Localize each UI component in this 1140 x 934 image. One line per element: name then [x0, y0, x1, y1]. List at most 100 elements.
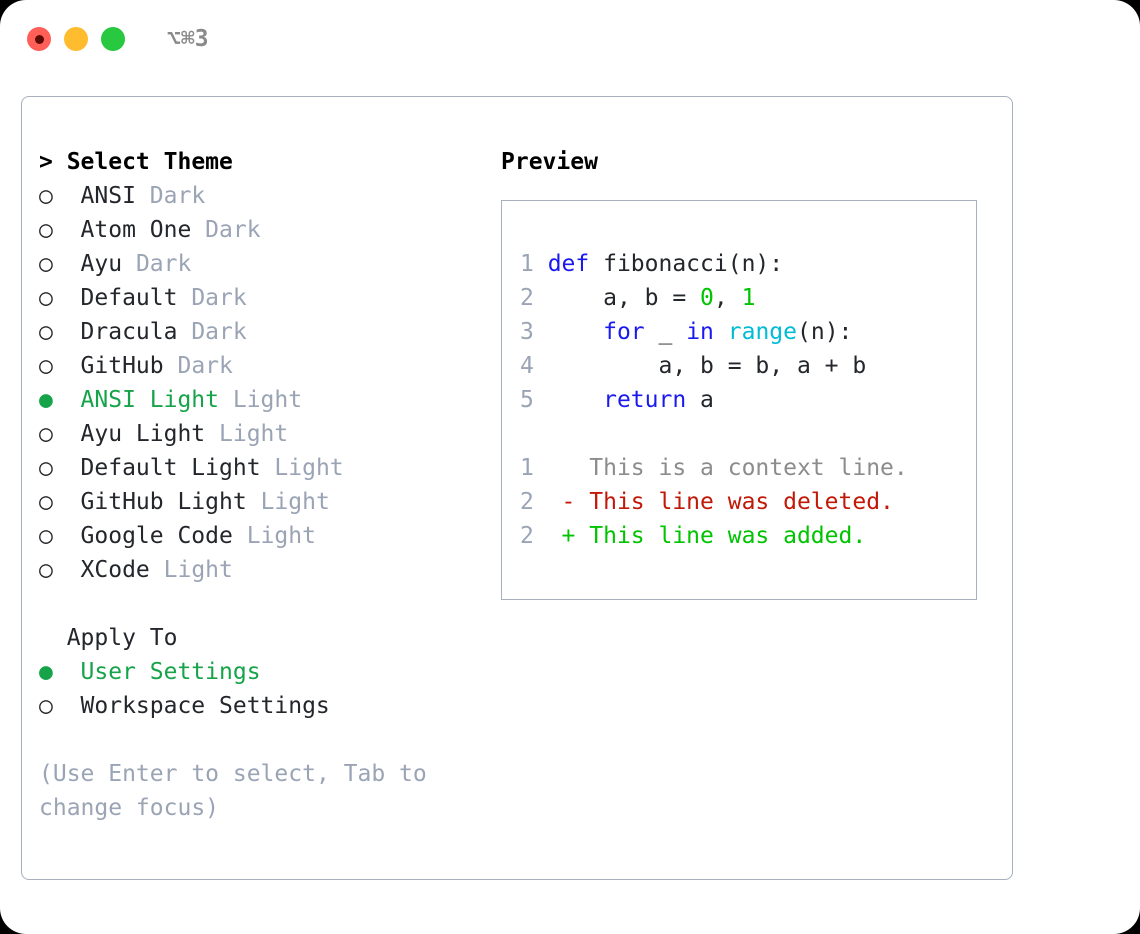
radio-empty-icon: ○	[39, 693, 53, 719]
code-token: 1	[741, 285, 756, 311]
apply-to-option-label: User Settings	[66, 659, 261, 685]
code-token: a, b = b, a + b	[547, 353, 867, 379]
code-token: for	[603, 319, 645, 345]
line-number: 4	[520, 353, 548, 379]
theme-name: GitHub Light	[66, 489, 261, 515]
theme-name: Dracula	[66, 319, 192, 345]
title-bar: ⌥⌘3	[0, 0, 1140, 78]
code-token: ,	[713, 285, 742, 311]
apply-to-item[interactable]: ● User Settings	[39, 655, 489, 689]
theme-list-item[interactable]: ○ ANSI Dark	[39, 179, 489, 213]
diff-text: This line was added.	[589, 523, 867, 549]
theme-list-item[interactable]: ○ Google Code Light	[39, 519, 489, 553]
radio-empty-icon: ○	[39, 557, 53, 583]
line-number: 2	[520, 489, 562, 515]
theme-variant-badge: Dark	[205, 217, 261, 243]
code-token	[548, 387, 603, 413]
radio-empty-icon: ○	[39, 319, 53, 345]
right-column: Preview 1 def fibonacci(n):2 a, b = 0, 1…	[501, 145, 991, 600]
line-number: 5	[520, 387, 548, 413]
code-line: 3 for _ in range(n):	[520, 315, 968, 349]
theme-variant-badge: Dark	[191, 319, 247, 345]
theme-variant-badge: Light	[246, 523, 316, 549]
theme-name: ANSI	[66, 183, 150, 209]
theme-list-item[interactable]: ○ Default Dark	[39, 281, 489, 315]
diff-line: 1 This is a context line.	[520, 451, 968, 485]
diff-marker: -	[561, 489, 590, 515]
theme-name: Default Light	[66, 455, 275, 481]
theme-variant-badge: Light	[163, 557, 233, 583]
keyboard-hint: (Use Enter to select, Tab to change focu…	[39, 761, 427, 821]
diff-sample: 1 This is a context line.2 - This line w…	[520, 451, 968, 553]
theme-variant-badge: Dark	[149, 183, 206, 209]
line-number: 1	[520, 455, 562, 481]
radio-empty-icon: ○	[39, 455, 53, 481]
close-icon	[34, 34, 44, 44]
minimize-button[interactable]	[64, 27, 88, 51]
line-number: 2	[520, 523, 562, 549]
theme-name: Google Code	[66, 523, 247, 549]
code-token: def	[547, 251, 604, 277]
theme-variant-badge: Light	[274, 455, 344, 481]
apply-to-indent	[39, 621, 67, 655]
theme-list-item[interactable]: ○ Ayu Dark	[39, 247, 489, 281]
preview-heading: Preview	[501, 149, 598, 175]
code-token: 0	[700, 285, 714, 311]
theme-list-item[interactable]: ○ GitHub Dark	[39, 349, 489, 383]
radio-selected-icon: ●	[39, 659, 53, 685]
theme-list-item[interactable]: ○ Dracula Dark	[39, 315, 489, 349]
radio-empty-icon: ○	[39, 251, 53, 277]
code-token	[548, 319, 603, 345]
code-line: 1 def fibonacci(n):	[520, 247, 968, 281]
apply-to-heading: Apply To	[39, 621, 489, 655]
keyboard-shortcut-label: ⌥⌘3	[167, 26, 209, 52]
theme-list-item[interactable]: ○ XCode Light	[39, 553, 489, 587]
apply-to-option-label: Workspace Settings	[66, 693, 330, 719]
close-button[interactable]	[27, 27, 51, 51]
diff-text: This line was deleted.	[589, 489, 894, 515]
maximize-button[interactable]	[101, 27, 125, 51]
diff-marker: +	[561, 523, 590, 549]
list-spacer	[39, 587, 489, 621]
theme-variant-badge: Light	[232, 387, 303, 413]
theme-name: ANSI Light	[66, 387, 233, 413]
code-token: return	[603, 387, 687, 413]
code-token: (n):	[797, 319, 853, 345]
theme-picker-panel: > Select Theme ○ ANSI Dark○ Atom One Dar…	[21, 96, 1013, 880]
theme-name: Ayu	[66, 251, 136, 277]
code-token: in	[686, 319, 714, 345]
left-column: > Select Theme ○ ANSI Dark○ Atom One Dar…	[39, 145, 489, 825]
diff-line: 2 + This line was added.	[520, 519, 968, 553]
theme-list: ○ ANSI Dark○ Atom One Dark○ Ayu Dark○ De…	[39, 179, 489, 587]
theme-name: Default	[66, 285, 192, 311]
code-token: range	[727, 319, 797, 345]
line-number: 3	[520, 319, 548, 345]
diff-marker	[562, 455, 590, 481]
apply-to-item[interactable]: ○ Workspace Settings	[39, 689, 489, 723]
apply-to-label: Apply To	[66, 625, 178, 651]
theme-list-item[interactable]: ○ GitHub Light Light	[39, 485, 489, 519]
window-controls	[27, 27, 125, 51]
diff-text: This is a context line.	[589, 455, 908, 481]
code-line: 2 a, b = 0, 1	[520, 281, 968, 315]
theme-name: GitHub	[66, 353, 178, 379]
radio-selected-icon: ●	[39, 387, 53, 413]
theme-name: Ayu Light	[66, 421, 220, 447]
theme-list-item[interactable]: ○ Default Light Light	[39, 451, 489, 485]
theme-list-item[interactable]: ○ Atom One Dark	[39, 213, 489, 247]
theme-name: Atom One	[66, 217, 206, 243]
theme-name: XCode	[66, 557, 164, 583]
theme-variant-badge: Dark	[135, 251, 192, 277]
line-number: 2	[520, 285, 548, 311]
theme-list-item[interactable]: ● ANSI Light Light	[39, 383, 489, 417]
radio-empty-icon: ○	[39, 217, 53, 243]
theme-list-item[interactable]: ○ Ayu Light Light	[39, 417, 489, 451]
code-token: fibonacci(n):	[603, 251, 784, 277]
code-token: _	[644, 319, 687, 345]
theme-variant-badge: Dark	[191, 285, 247, 311]
diff-line: 2 - This line was deleted.	[520, 485, 968, 519]
radio-empty-icon: ○	[39, 183, 53, 209]
